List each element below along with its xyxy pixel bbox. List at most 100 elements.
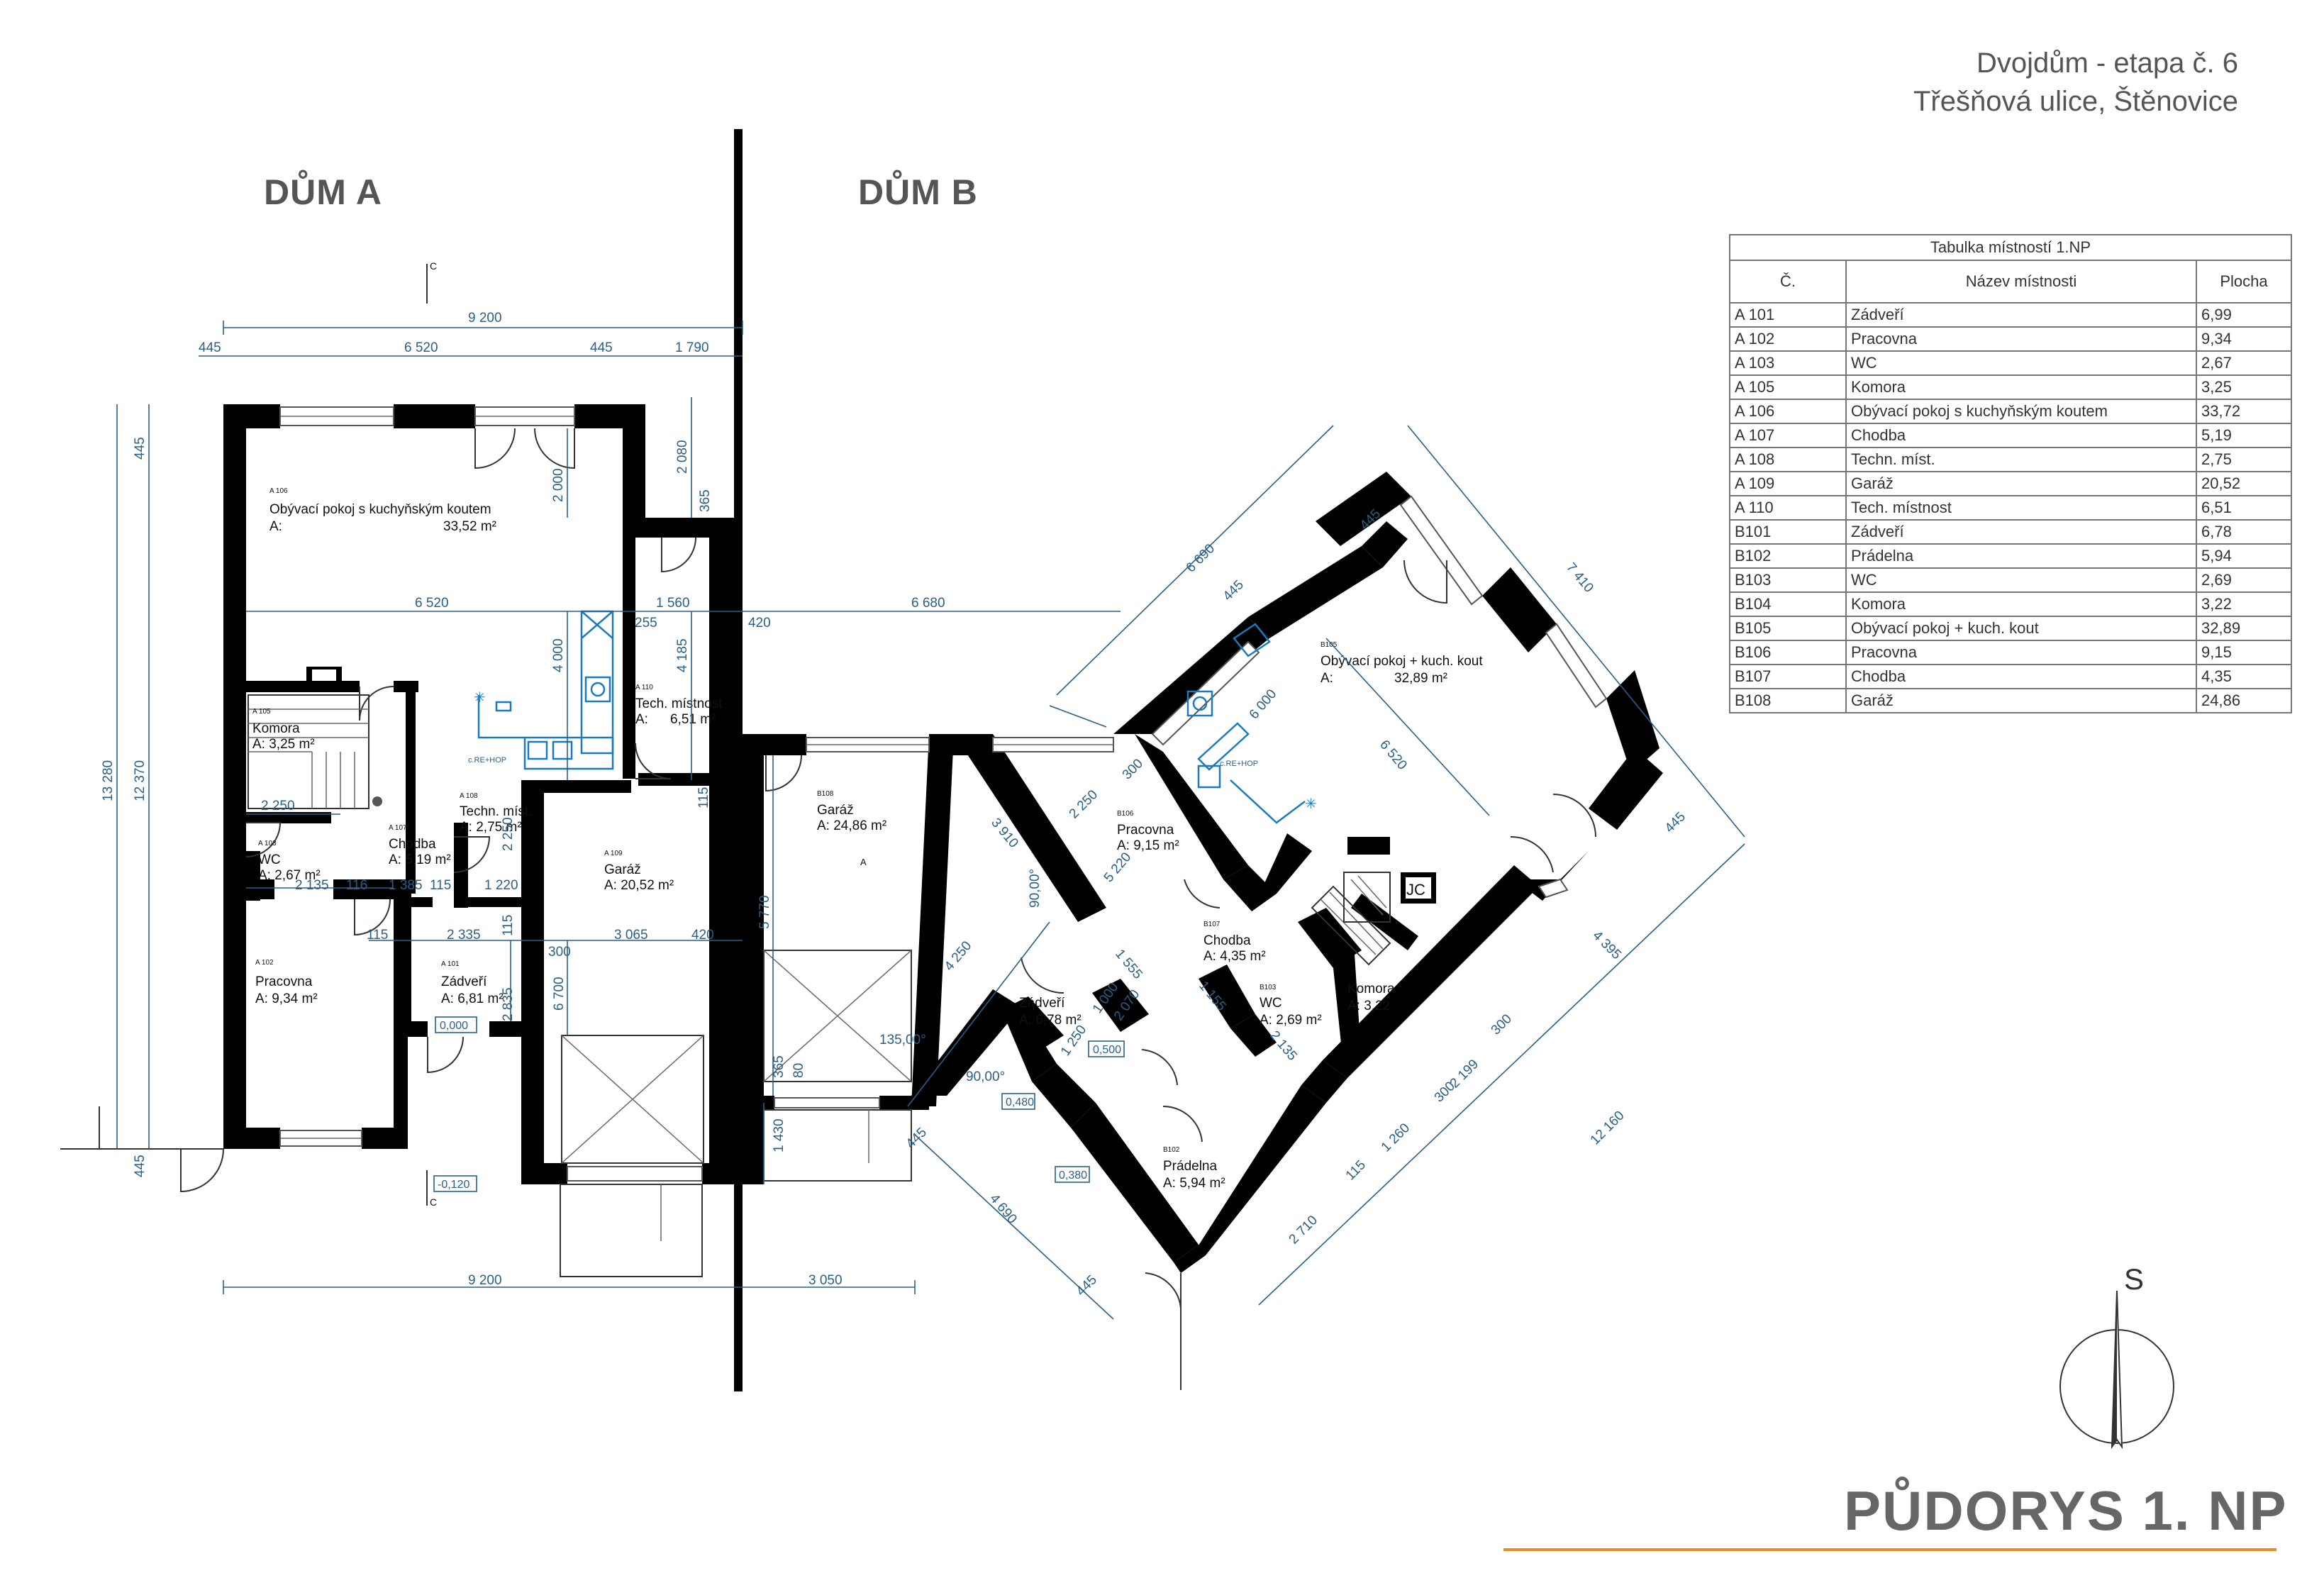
room-area: 24,86 [2196,688,2292,713]
dim-b-445c: 445 [1662,809,1689,835]
dim-r420: 420 [691,928,714,943]
room-name: Garáž [1845,471,2197,496]
dim-left-13280: 13 280 [101,760,116,801]
level-b101: 0,500 [1093,1044,1121,1056]
room-schedule-table: Tabulka místností 1.NP Č. Název místnost… [1729,234,2292,713]
dim-b-80: 80 [791,1063,806,1078]
level-b-step: 0,480 [1006,1096,1034,1108]
room-name: Chodba [1845,664,2197,689]
room-code-b108: B108 [817,790,834,798]
room-area: 32,89 [2196,616,2292,641]
room-area: 4,35 [2196,664,2292,689]
room-number: A 106 [1729,399,1847,424]
dim-b-300a: 300 [1120,756,1146,782]
dim-v4185: 4 185 [675,638,690,672]
dim-v4000: 4 000 [551,638,566,672]
room-number: A 108 [1729,447,1847,472]
room-number: B104 [1729,591,1847,617]
north-label: S [2124,1262,2145,1296]
dim-b-115: 115 [1343,1157,1369,1183]
room-area-b101: A: 6,78 m² [1019,1013,1082,1028]
room-area: 9,15 [2196,640,2292,665]
room-number: B108 [1729,688,1847,713]
dim-t445b: 445 [590,340,613,355]
room-code-a105: A 105 [252,708,271,716]
room-number: B101 [1729,519,1847,545]
level-entrance-a: -0,120 [438,1179,469,1191]
dim-b-135: 135,00° [879,1033,926,1047]
svg-text:JC: JC [1406,881,1425,899]
room-code-a102: A 102 [255,959,274,967]
dim-mid-1560: 1 560 [656,596,690,611]
room-number: A 101 [1729,302,1847,328]
room-area: 20,52 [2196,471,2292,496]
room-name: Techn. míst. [1845,447,2197,472]
room-name: Chodba [1845,423,2197,448]
room-name-a106: Obývací pokoj s kuchyňským koutem [269,502,491,517]
room-name: Obývací pokoj s kuchyňským koutem [1845,399,2197,424]
room-area: 2,67 [2196,350,2292,376]
room-number: B106 [1729,640,1847,665]
table-caption: Tabulka místností 1.NP [1729,234,2292,261]
house-a-walls [223,404,743,1184]
room-code-b106: B106 [1117,810,1134,818]
room-area: 6,99 [2196,302,2292,328]
col-area: Plocha [2196,260,2292,304]
room-name-b102: Prádelna [1163,1159,1217,1174]
room-code-a103: A 103 [258,840,277,847]
dim-b-12160: 12 160 [1588,1108,1628,1148]
dim-b-6680: 6 680 [911,596,945,611]
room-number: B107 [1729,664,1847,689]
room-name: Tech. místnost [1845,495,2197,521]
room-area-b102: A: 5,94 m² [1163,1176,1225,1191]
dim-r115c: 115 [501,915,516,936]
dim-b-4250: 4 250 [942,938,975,974]
dim-b-1250: 1 250 [1058,1023,1089,1059]
room-name: Zádveří [1845,519,2197,545]
room-number: B103 [1729,567,1847,593]
room-number: B105 [1729,616,1847,641]
room-area: 5,19 [2196,423,2292,448]
dim-b-5220: 5 220 [1101,850,1135,885]
room-area-a101: A: 6,81 m² [441,991,504,1006]
dim-b-445b: 445 [1221,577,1247,604]
gas-b: c.RE+HOP [1220,760,1258,768]
level-box-b101 [1088,1040,1125,1057]
dim-b-2199: 2 199 [1447,1057,1481,1091]
project-name: Dvojdům - etapa č. 6 [1976,48,2238,79]
level-box-a101 [435,1016,477,1033]
section-a-top: C [430,260,437,272]
kitchen-a: ✳ [474,610,614,770]
room-code-a106: A 106 [269,487,288,495]
room-area-a109: A: 20,52 m² [604,878,674,893]
room-area-a110: 6,51 m² [670,712,716,727]
room-code-b105: B105 [1321,641,1338,649]
rooms-b: B108 Garáž A: 24,86 m² A B106 Pracovna A… [817,641,1483,1191]
level-b-entry: 0,380 [1059,1169,1087,1182]
level-box-b-entry [1055,1166,1090,1183]
level-box-entrance-a [433,1175,477,1192]
room-name-a109: Garáž [604,862,641,877]
house-b-openings [763,495,1608,1390]
dim-b-1555: 1 555 [1112,947,1145,982]
stairs-b: JC [1311,872,1436,966]
dim-mid-6520: 6 520 [415,596,449,611]
dim-bot-9200: 9 200 [468,1273,502,1288]
room-name-a108: Techn. míst. [460,804,532,819]
room-area: 3,22 [2196,591,2292,617]
dim-v2000: 2 000 [551,468,566,502]
title-underline [1503,1548,2276,1551]
room-area-b107: A: 4,35 m² [1203,949,1266,964]
room-area: 6,78 [2196,519,2292,545]
rooms-a: A 106 Obývací pokoj s kuchyňským koutem … [252,487,723,1192]
